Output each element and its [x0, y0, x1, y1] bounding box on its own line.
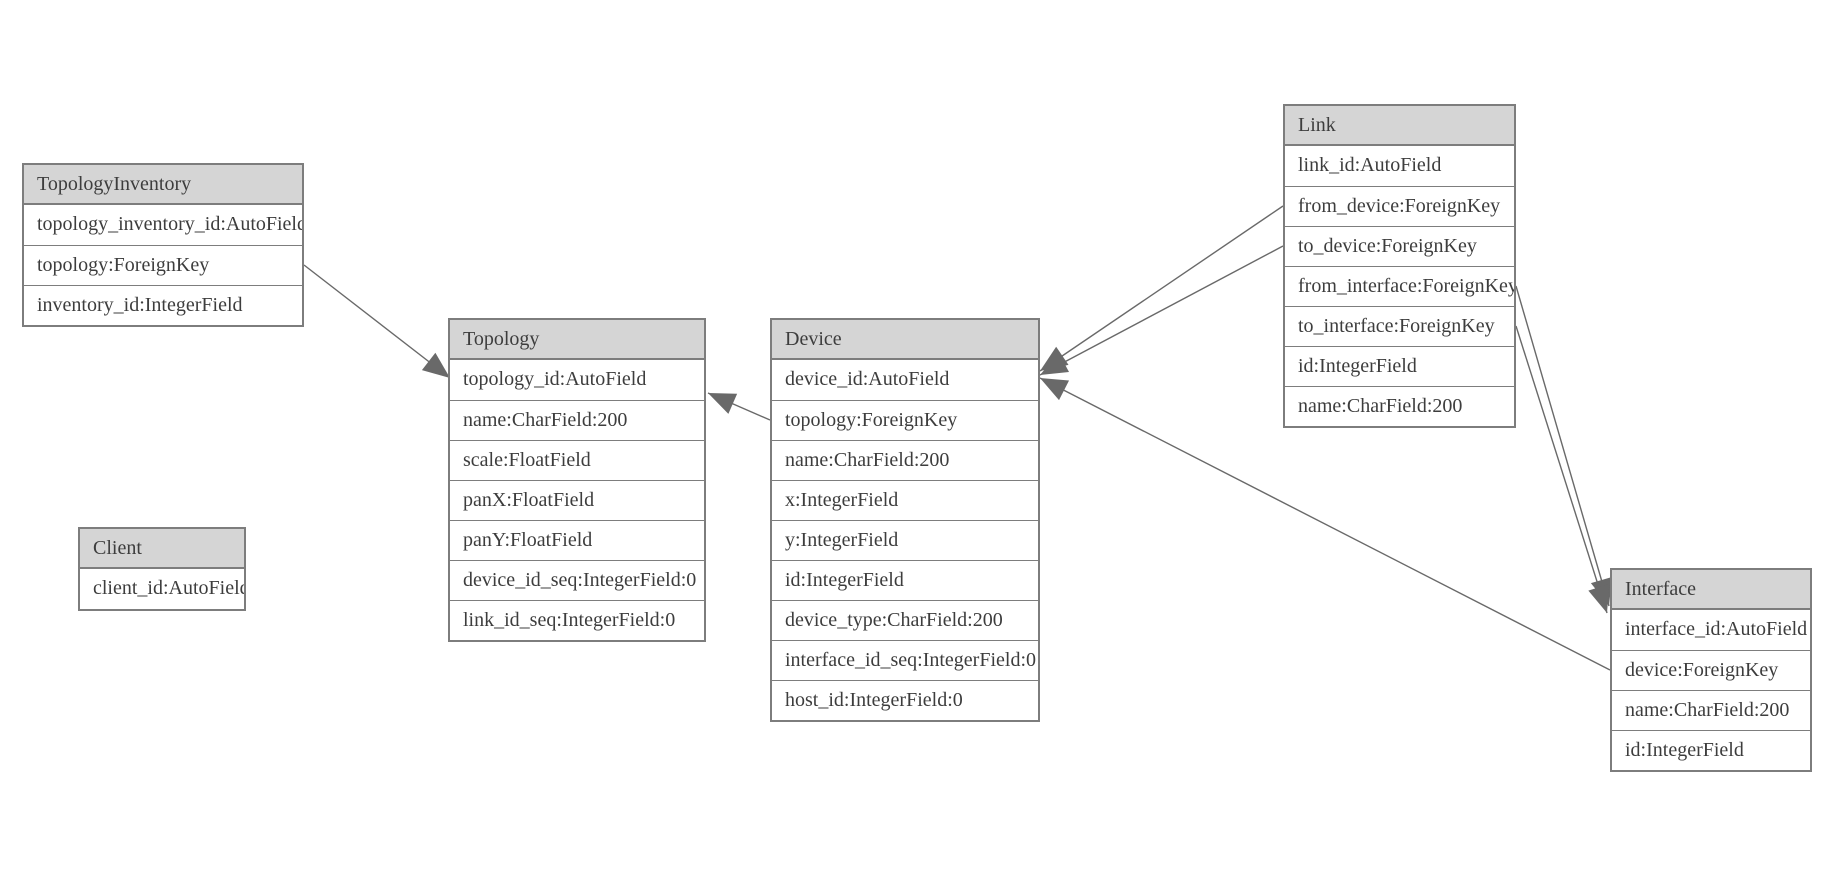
entity-topology-field-4: panY:FloatField — [450, 520, 704, 560]
entity-link-field-6: name:CharField:200 — [1285, 386, 1514, 426]
entity-topology-inventory-field-2: inventory_id:IntegerField — [24, 285, 302, 325]
entity-topology-field-5: device_id_seq:IntegerField:0 — [450, 560, 704, 600]
entity-topology-field-3: panX:FloatField — [450, 480, 704, 520]
entity-link-field-1: from_device:ForeignKey — [1285, 186, 1514, 226]
relation-link-from-device-arrowhead — [1040, 346, 1069, 371]
relation-link-to-device-arrowhead — [1040, 352, 1070, 375]
entity-device-field-4: y:IntegerField — [772, 520, 1038, 560]
entity-client-field-0: client_id:AutoField — [80, 569, 244, 609]
entity-device-field-7: interface_id_seq:IntegerField:0 — [772, 640, 1038, 680]
relation-device-topology-line — [707, 392, 771, 421]
entity-interface-field-0: interface_id:AutoField — [1612, 610, 1810, 650]
relation-link-from-interface-line — [1515, 285, 1610, 607]
entity-client-title: Client — [80, 529, 244, 569]
entity-link-field-4: to_interface:ForeignKey — [1285, 306, 1514, 346]
entity-topology-field-0: topology_id:AutoField — [450, 360, 704, 400]
entity-device-field-6: device_type:CharField:200 — [772, 600, 1038, 640]
relation-link-to-interface-arrowhead — [1588, 583, 1610, 613]
relation-link-to-device-line — [1039, 245, 1284, 376]
entity-topology-inventory-field-0: topology_inventory_id:AutoField — [24, 205, 302, 245]
entity-topology-title: Topology — [450, 320, 704, 360]
entity-topology-field-1: name:CharField:200 — [450, 400, 704, 440]
relation-topologyinventory-topology-line — [303, 264, 451, 379]
entity-link-title: Link — [1285, 106, 1514, 146]
entity-topology-inventory-field-1: topology:ForeignKey — [24, 245, 302, 285]
relation-device-topology-arrowhead — [708, 393, 738, 414]
entity-device-field-3: x:IntegerField — [772, 480, 1038, 520]
relation-link-from-device-line — [1039, 205, 1284, 372]
entity-link-field-3: from_interface:ForeignKey — [1285, 266, 1514, 306]
entity-device-field-0: device_id:AutoField — [772, 360, 1038, 400]
entity-device-field-1: topology:ForeignKey — [772, 400, 1038, 440]
entity-device-field-5: id:IntegerField — [772, 560, 1038, 600]
relation-link-from-interface-arrowhead — [1590, 577, 1613, 606]
entity-interface-field-1: device:ForeignKey — [1612, 650, 1810, 690]
entity-interface-field-3: id:IntegerField — [1612, 730, 1810, 770]
relation-link-to-interface-line — [1515, 325, 1608, 614]
entity-interface-field-2: name:CharField:200 — [1612, 690, 1810, 730]
entity-topology-field-6: link_id_seq:IntegerField:0 — [450, 600, 704, 640]
entity-topology-field-2: scale:FloatField — [450, 440, 704, 480]
entity-device-field-8: host_id:IntegerField:0 — [772, 680, 1038, 720]
entity-link-field-0: link_id:AutoField — [1285, 146, 1514, 186]
relation-topologyinventory-topology-arrowhead — [421, 352, 450, 378]
entity-link-field-2: to_device:ForeignKey — [1285, 226, 1514, 266]
entity-topology-inventory-title: TopologyInventory — [24, 165, 302, 205]
entity-device-title: Device — [772, 320, 1038, 360]
entity-interface-title: Interface — [1612, 570, 1810, 610]
entity-link-field-5: id:IntegerField — [1285, 346, 1514, 386]
entity-device-field-2: name:CharField:200 — [772, 440, 1038, 480]
relation-interface-device-arrowhead — [1040, 378, 1070, 401]
